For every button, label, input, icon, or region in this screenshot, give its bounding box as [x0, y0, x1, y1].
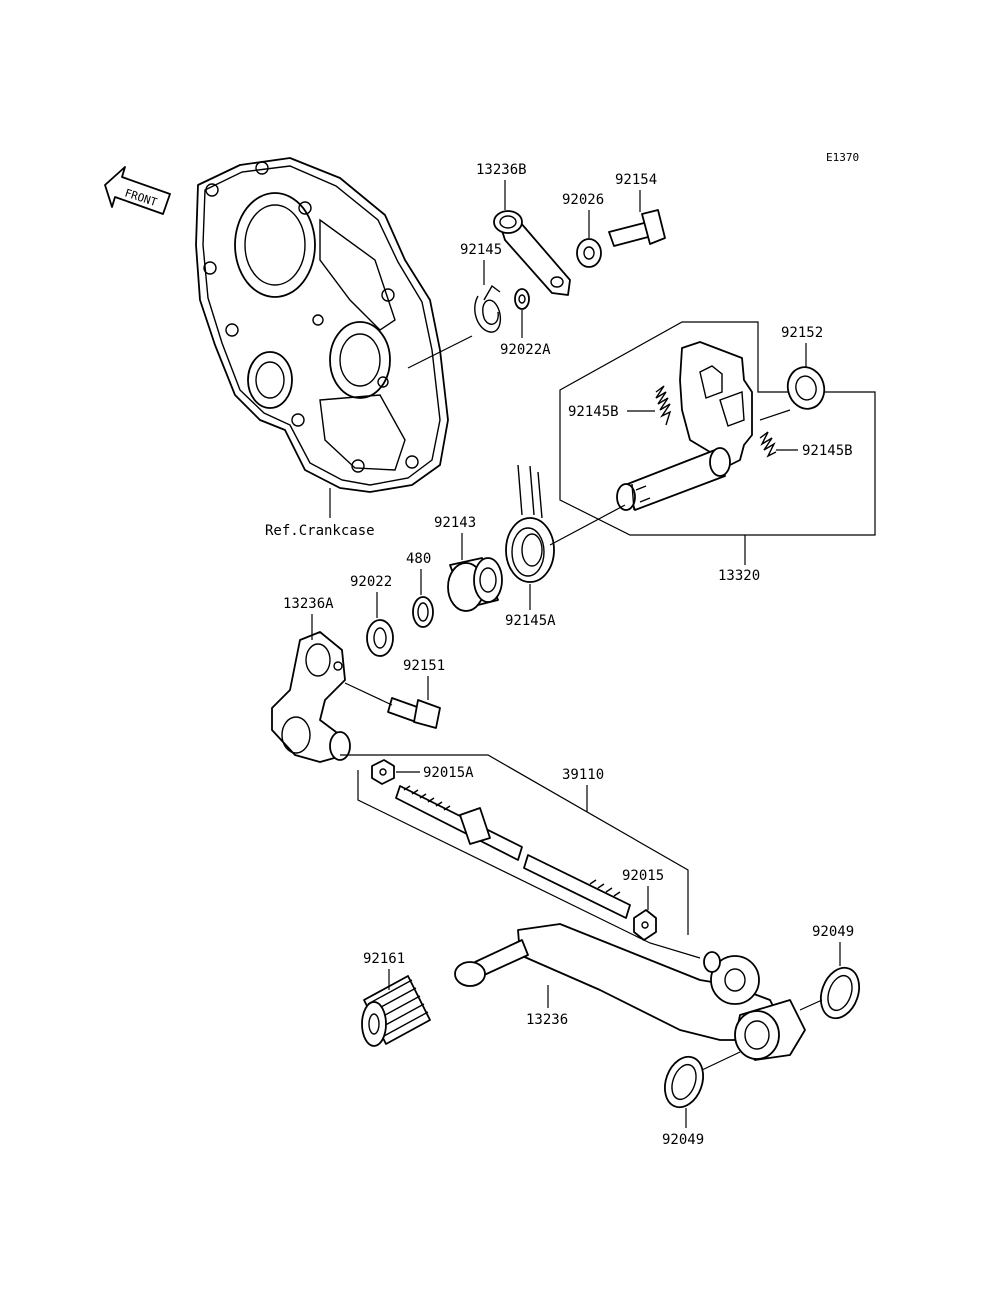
- pedal-rubber-92161: [361, 975, 431, 1047]
- label-13236B: 13236B: [476, 162, 527, 178]
- spring-92145B-left: [655, 385, 672, 426]
- label-92145A: 92145A: [505, 613, 556, 629]
- spring-92145A: [505, 464, 555, 583]
- label-92152: 92152: [781, 325, 823, 341]
- label-92049-bottom: 92049: [662, 1132, 704, 1148]
- circlip-480: [412, 596, 434, 628]
- label-92026: 92026: [562, 192, 604, 208]
- label-39110: 39110: [562, 767, 604, 783]
- label-92143: 92143: [434, 515, 476, 531]
- label-92022: 92022: [350, 574, 392, 590]
- shift-lever-13236A: [271, 631, 351, 763]
- washer-92022A: [514, 288, 530, 310]
- bolt-92154: [608, 209, 666, 247]
- ref-crankcase-label: Ref.Crankcase: [265, 523, 375, 539]
- bolt-92151: [387, 697, 441, 729]
- seal-92152: [786, 366, 826, 410]
- washer-92022: [366, 619, 394, 657]
- collar-92143: [447, 557, 503, 612]
- label-92145B-left: 92145B: [568, 404, 619, 420]
- nut-92015A: [371, 759, 395, 785]
- label-92022A: 92022A: [500, 342, 551, 358]
- front-arrow-icon: FRONT: [104, 166, 171, 215]
- label-13236A: 13236A: [283, 596, 334, 612]
- label-92049-top: 92049: [812, 924, 854, 940]
- label-92161: 92161: [363, 951, 405, 967]
- diagram-code: E1370: [826, 151, 859, 164]
- spring-92145: [474, 284, 501, 333]
- label-13320: 13320: [718, 568, 760, 584]
- washer-92026: [576, 238, 602, 268]
- nut-92015: [633, 909, 657, 941]
- label-92151: 92151: [403, 658, 445, 674]
- shift-shaft-13320: [616, 341, 791, 511]
- bushing-92049-top: [819, 966, 861, 1020]
- label-92015A: 92015A: [423, 765, 474, 781]
- bushing-92049-bottom: [663, 1055, 705, 1109]
- spring-92145B-right: [759, 431, 777, 458]
- label-13236: 13236: [526, 1012, 568, 1028]
- label-480: 480: [406, 551, 431, 567]
- tie-rod: [395, 785, 631, 919]
- label-92145B-right: 92145B: [802, 443, 853, 459]
- crankcase-drawing: [195, 157, 473, 518]
- label-92015: 92015: [622, 868, 664, 884]
- label-92145: 92145: [460, 242, 502, 258]
- shift-arm-13236B: [493, 210, 571, 296]
- label-92154: 92154: [615, 172, 657, 188]
- shift-pedal-13236: [454, 923, 806, 1061]
